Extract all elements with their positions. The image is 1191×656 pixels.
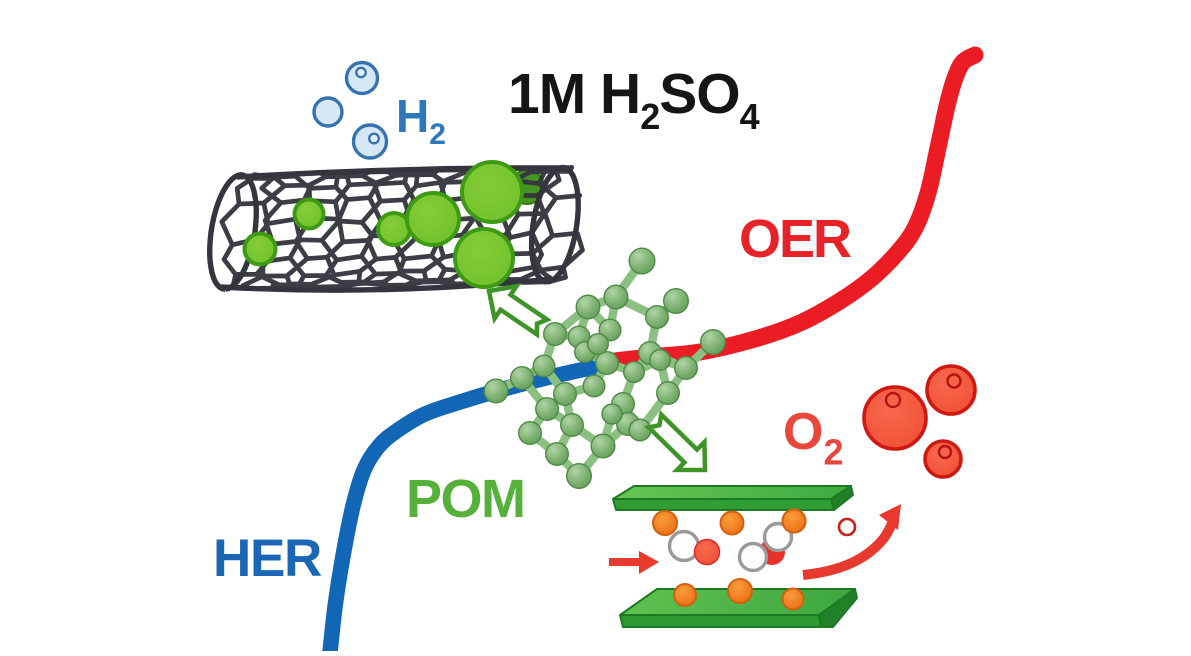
svg-text:HER: HER [213,529,322,588]
svg-text:POM: POM [406,469,525,529]
svg-text:H2: H2 [396,90,446,151]
svg-text:OER: OER [739,209,851,269]
svg-text:1M H2SO4: 1M H2SO4 [508,62,760,137]
